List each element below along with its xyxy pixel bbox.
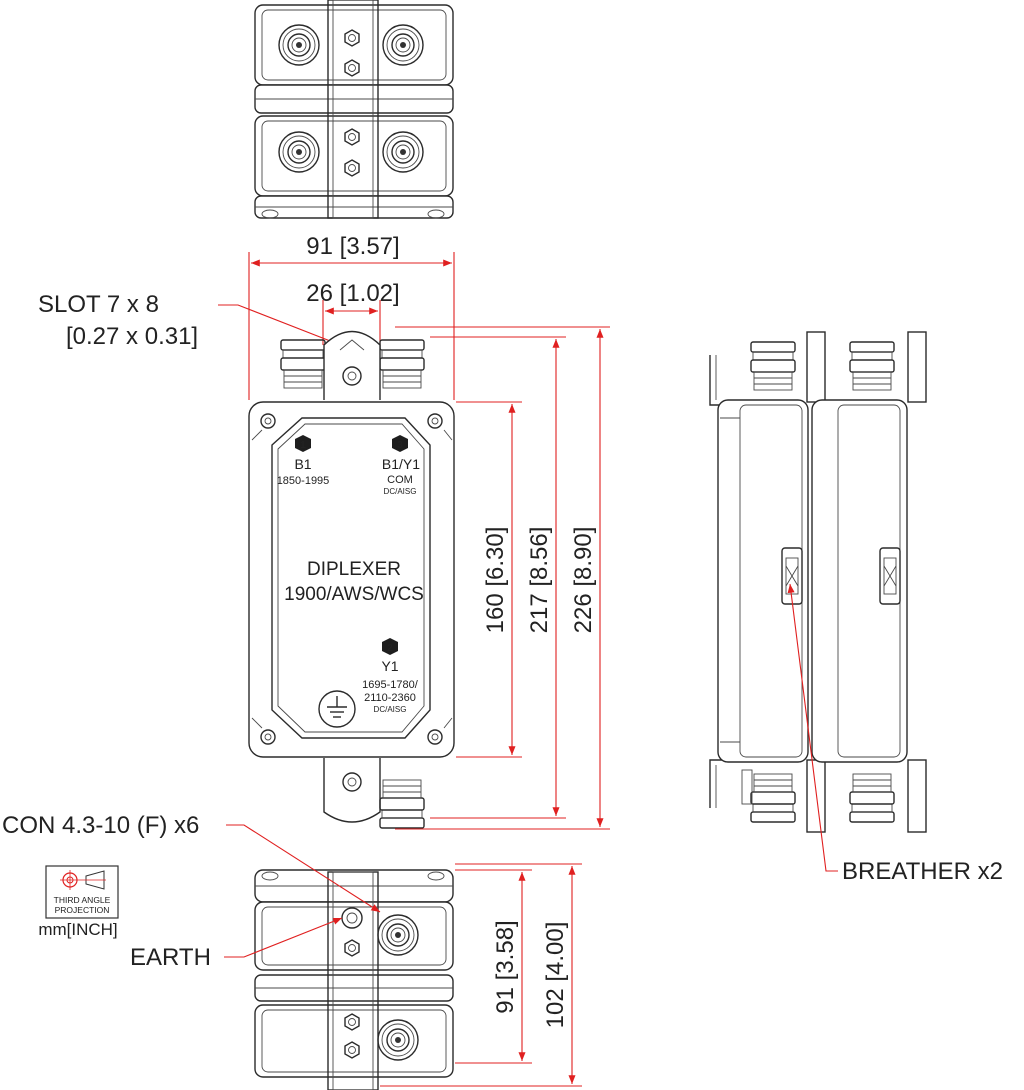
front-view: 1 B1 1850-1995 3 B1/Y1 COM DC/AISG DIPLE… — [248, 330, 455, 829]
port-2-number: 2 — [387, 643, 393, 654]
height-body-dimension: 160 [6.30] — [456, 401, 522, 758]
height-body-label: 160 [6.30] — [482, 527, 509, 634]
port-3-badge: 3 — [392, 435, 408, 452]
height-connectors-dimension: 217 [8.56] — [430, 336, 566, 819]
units-label: mm[INCH] — [38, 920, 117, 939]
slot-label-line2: [0.27 x 0.31] — [66, 323, 198, 350]
port-1-number: 1 — [300, 440, 306, 451]
width-overall-label: 91 [3.57] — [306, 233, 399, 260]
port-2-name: Y1 — [381, 658, 398, 674]
width-bracket-label: 26 [1.02] — [306, 280, 399, 307]
bottom-view — [254, 869, 454, 1090]
depth-body-label: 91 [3.58] — [492, 920, 519, 1013]
port-1-name: B1 — [294, 456, 311, 472]
earth-label: EARTH — [130, 944, 211, 971]
depth-overall-label: 102 [4.00] — [542, 922, 569, 1029]
port-2-extra: DC/AISG — [374, 705, 407, 714]
bracket-width-dimension: 26 [1.02] — [306, 280, 400, 345]
depth-overall-dimension: 102 [4.00] — [380, 863, 582, 1087]
top-view — [254, 0, 454, 219]
breather-callout: BREATHER x2 — [787, 583, 1003, 885]
port-2-freq-b: 2110-2360 — [364, 692, 416, 704]
breather-label: BREATHER x2 — [842, 858, 1003, 885]
port-3-freq: COM — [387, 474, 413, 486]
depth-body-dimension: 91 [3.58] — [455, 869, 532, 1064]
port-2-freq-a: 1695-1780/ — [362, 679, 419, 691]
product-name-line1: DIPLEXER — [307, 559, 401, 580]
height-connectors-label: 217 [8.56] — [526, 527, 553, 634]
slot-label-line1: SLOT 7 x 8 — [38, 291, 159, 318]
connector-callout: CON 4.3-10 (F) x6 — [2, 812, 381, 913]
connector-label: CON 4.3-10 (F) x6 — [2, 812, 199, 839]
port-3-name: B1/Y1 — [382, 456, 420, 472]
height-overall-label: 226 [8.90] — [570, 527, 597, 634]
port-3-number: 3 — [397, 440, 403, 451]
third-angle-projection-icon — [60, 870, 106, 890]
port-3-extra: DC/AISG — [384, 487, 417, 496]
port-2-badge: 2 — [382, 638, 398, 655]
port-1-freq: 1850-1995 — [277, 475, 330, 487]
projection-box: THIRD ANGLE PROJECTION mm[INCH] — [38, 865, 119, 939]
height-overall-dimension: 226 [8.90] — [395, 326, 610, 830]
width-dimension: 91 [3.57] — [248, 233, 455, 400]
projection-line2: PROJECTION — [55, 905, 110, 915]
earth-symbol-icon — [318, 690, 356, 728]
product-name-line2: 1900/AWS/WCS — [284, 584, 424, 605]
projection-line1: THIRD ANGLE — [54, 895, 111, 905]
slot-callout: SLOT 7 x 8 [0.27 x 0.31] — [38, 291, 344, 350]
earth-callout: EARTH — [130, 917, 343, 971]
side-view — [709, 331, 927, 833]
port-1-badge: 1 — [295, 435, 311, 452]
